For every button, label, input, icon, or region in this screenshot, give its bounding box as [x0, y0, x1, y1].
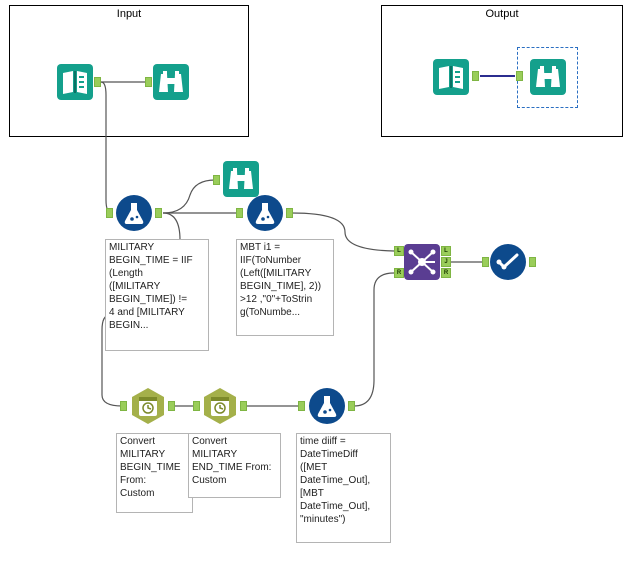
- book-icon: [433, 59, 469, 95]
- output-container[interactable]: Output: [381, 5, 623, 137]
- join-icon: [404, 244, 440, 280]
- formula2-input-anchor[interactable]: [236, 208, 243, 218]
- join-tool[interactable]: [404, 244, 440, 280]
- output-tool-input-anchor[interactable]: [482, 257, 489, 267]
- join-left-output-anchor[interactable]: L: [441, 246, 451, 256]
- formula-tool-timediff[interactable]: [309, 388, 345, 424]
- input-data-output-anchor[interactable]: [94, 77, 101, 87]
- formula1-output-anchor[interactable]: [155, 208, 162, 218]
- calendar-clock-icon: [132, 388, 164, 424]
- datetime1-input-anchor[interactable]: [120, 401, 127, 411]
- formula3-annotation: time diiff = DateTimeDiff ([MET DateTime…: [296, 433, 391, 543]
- datetime2-output-anchor[interactable]: [240, 401, 247, 411]
- binoculars-icon: [153, 64, 189, 100]
- flask-icon: [309, 388, 345, 424]
- binoculars-icon: [530, 59, 566, 95]
- input-container-title: Input: [116, 8, 142, 20]
- browse-tool-2[interactable]: [223, 161, 259, 197]
- formula2-output-anchor[interactable]: [286, 208, 293, 218]
- datetime2-input-anchor[interactable]: [193, 401, 200, 411]
- browse2-input-anchor[interactable]: [213, 175, 220, 185]
- output-container-title: Output: [485, 8, 519, 20]
- formula-tool-mbt[interactable]: [247, 195, 283, 231]
- check-icon: [490, 244, 526, 280]
- calendar-clock-icon: [204, 388, 236, 424]
- datetime1-output-anchor[interactable]: [168, 401, 175, 411]
- output-input-data-tool[interactable]: [433, 59, 469, 95]
- input-data-tool[interactable]: [57, 64, 93, 100]
- browse-input-anchor[interactable]: [145, 77, 152, 87]
- output-input-data-anchor[interactable]: [472, 71, 479, 81]
- formula3-output-anchor[interactable]: [348, 401, 355, 411]
- formula3-input-anchor[interactable]: [298, 401, 305, 411]
- formula1-annotation: MILITARY BEGIN_TIME = IIF (Length ([MILI…: [105, 239, 209, 351]
- output-browse-tool[interactable]: [530, 59, 566, 95]
- datetime1-annotation: Convert MILITARY BEGIN_TIME From: Custom: [116, 433, 193, 513]
- formula2-annotation: MBT i1 = IIF(ToNumber (Left([MILITARY BE…: [236, 239, 334, 336]
- join-right-input-anchor[interactable]: R: [394, 268, 404, 278]
- output-tool-output-anchor[interactable]: [529, 257, 536, 267]
- datetime-tool-end[interactable]: [202, 388, 238, 424]
- join-right-output-anchor[interactable]: R: [441, 268, 451, 278]
- join-join-output-anchor[interactable]: J: [441, 257, 451, 267]
- flask-icon: [247, 195, 283, 231]
- datetime-tool-begin[interactable]: [130, 388, 166, 424]
- book-icon: [57, 64, 93, 100]
- formula-tool-military-begin[interactable]: [116, 195, 152, 231]
- wire-formula2-join-left: [291, 212, 395, 252]
- input-container[interactable]: Input: [9, 5, 249, 137]
- wire-input-formula1: [100, 81, 113, 214]
- flask-icon: [116, 195, 152, 231]
- formula1-input-anchor[interactable]: [106, 208, 113, 218]
- binoculars-icon: [223, 161, 259, 197]
- output-browse-input-anchor[interactable]: [516, 71, 523, 81]
- browse-tool[interactable]: [153, 64, 189, 100]
- join-left-input-anchor[interactable]: L: [394, 246, 404, 256]
- wire-formula1-browse2: [162, 179, 216, 214]
- wire-formula3-join-right: [353, 272, 395, 407]
- output-data-tool[interactable]: [490, 244, 526, 280]
- datetime2-annotation: Convert MILITARY END_TIME From: Custom: [188, 433, 281, 498]
